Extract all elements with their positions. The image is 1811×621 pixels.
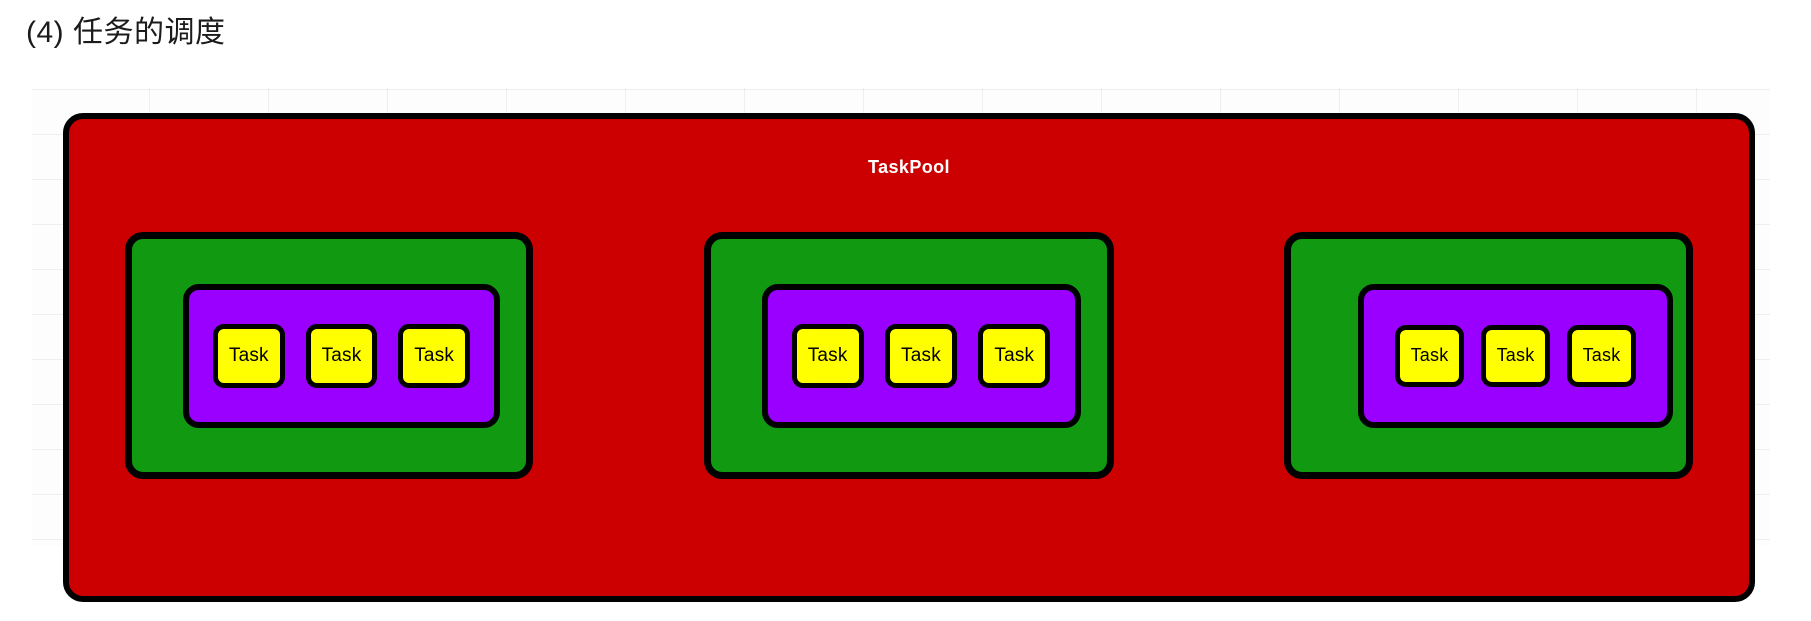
task-group: Task Task Task [125, 232, 533, 479]
task-chip: Task [305, 323, 378, 388]
task-group: Task Task Task [703, 232, 1114, 479]
task-chip: Task [978, 323, 1051, 388]
task-queue: Task Task Task [761, 283, 1081, 428]
task-chip: Task [213, 323, 285, 388]
taskpool-label: TaskPool [868, 157, 950, 177]
task-chip: Task [1481, 324, 1550, 387]
taskpool-container: TaskPool Task Task Task Task Task Task T… [63, 113, 1755, 602]
task-group: Task Task Task [1284, 232, 1693, 479]
task-chip: Task [884, 323, 958, 388]
task-queue: Task Task Task [183, 283, 500, 428]
task-chip: Task [1395, 324, 1464, 387]
task-chip: Task [398, 323, 471, 388]
task-chip: Task [1567, 324, 1636, 387]
task-chip: Task [791, 323, 864, 388]
section-heading: (4) 任务的调度 [26, 16, 226, 49]
task-queue: Task Task Task [1358, 283, 1673, 428]
task-group-row: Task Task Task Task Task Task Task Task … [125, 232, 1693, 479]
